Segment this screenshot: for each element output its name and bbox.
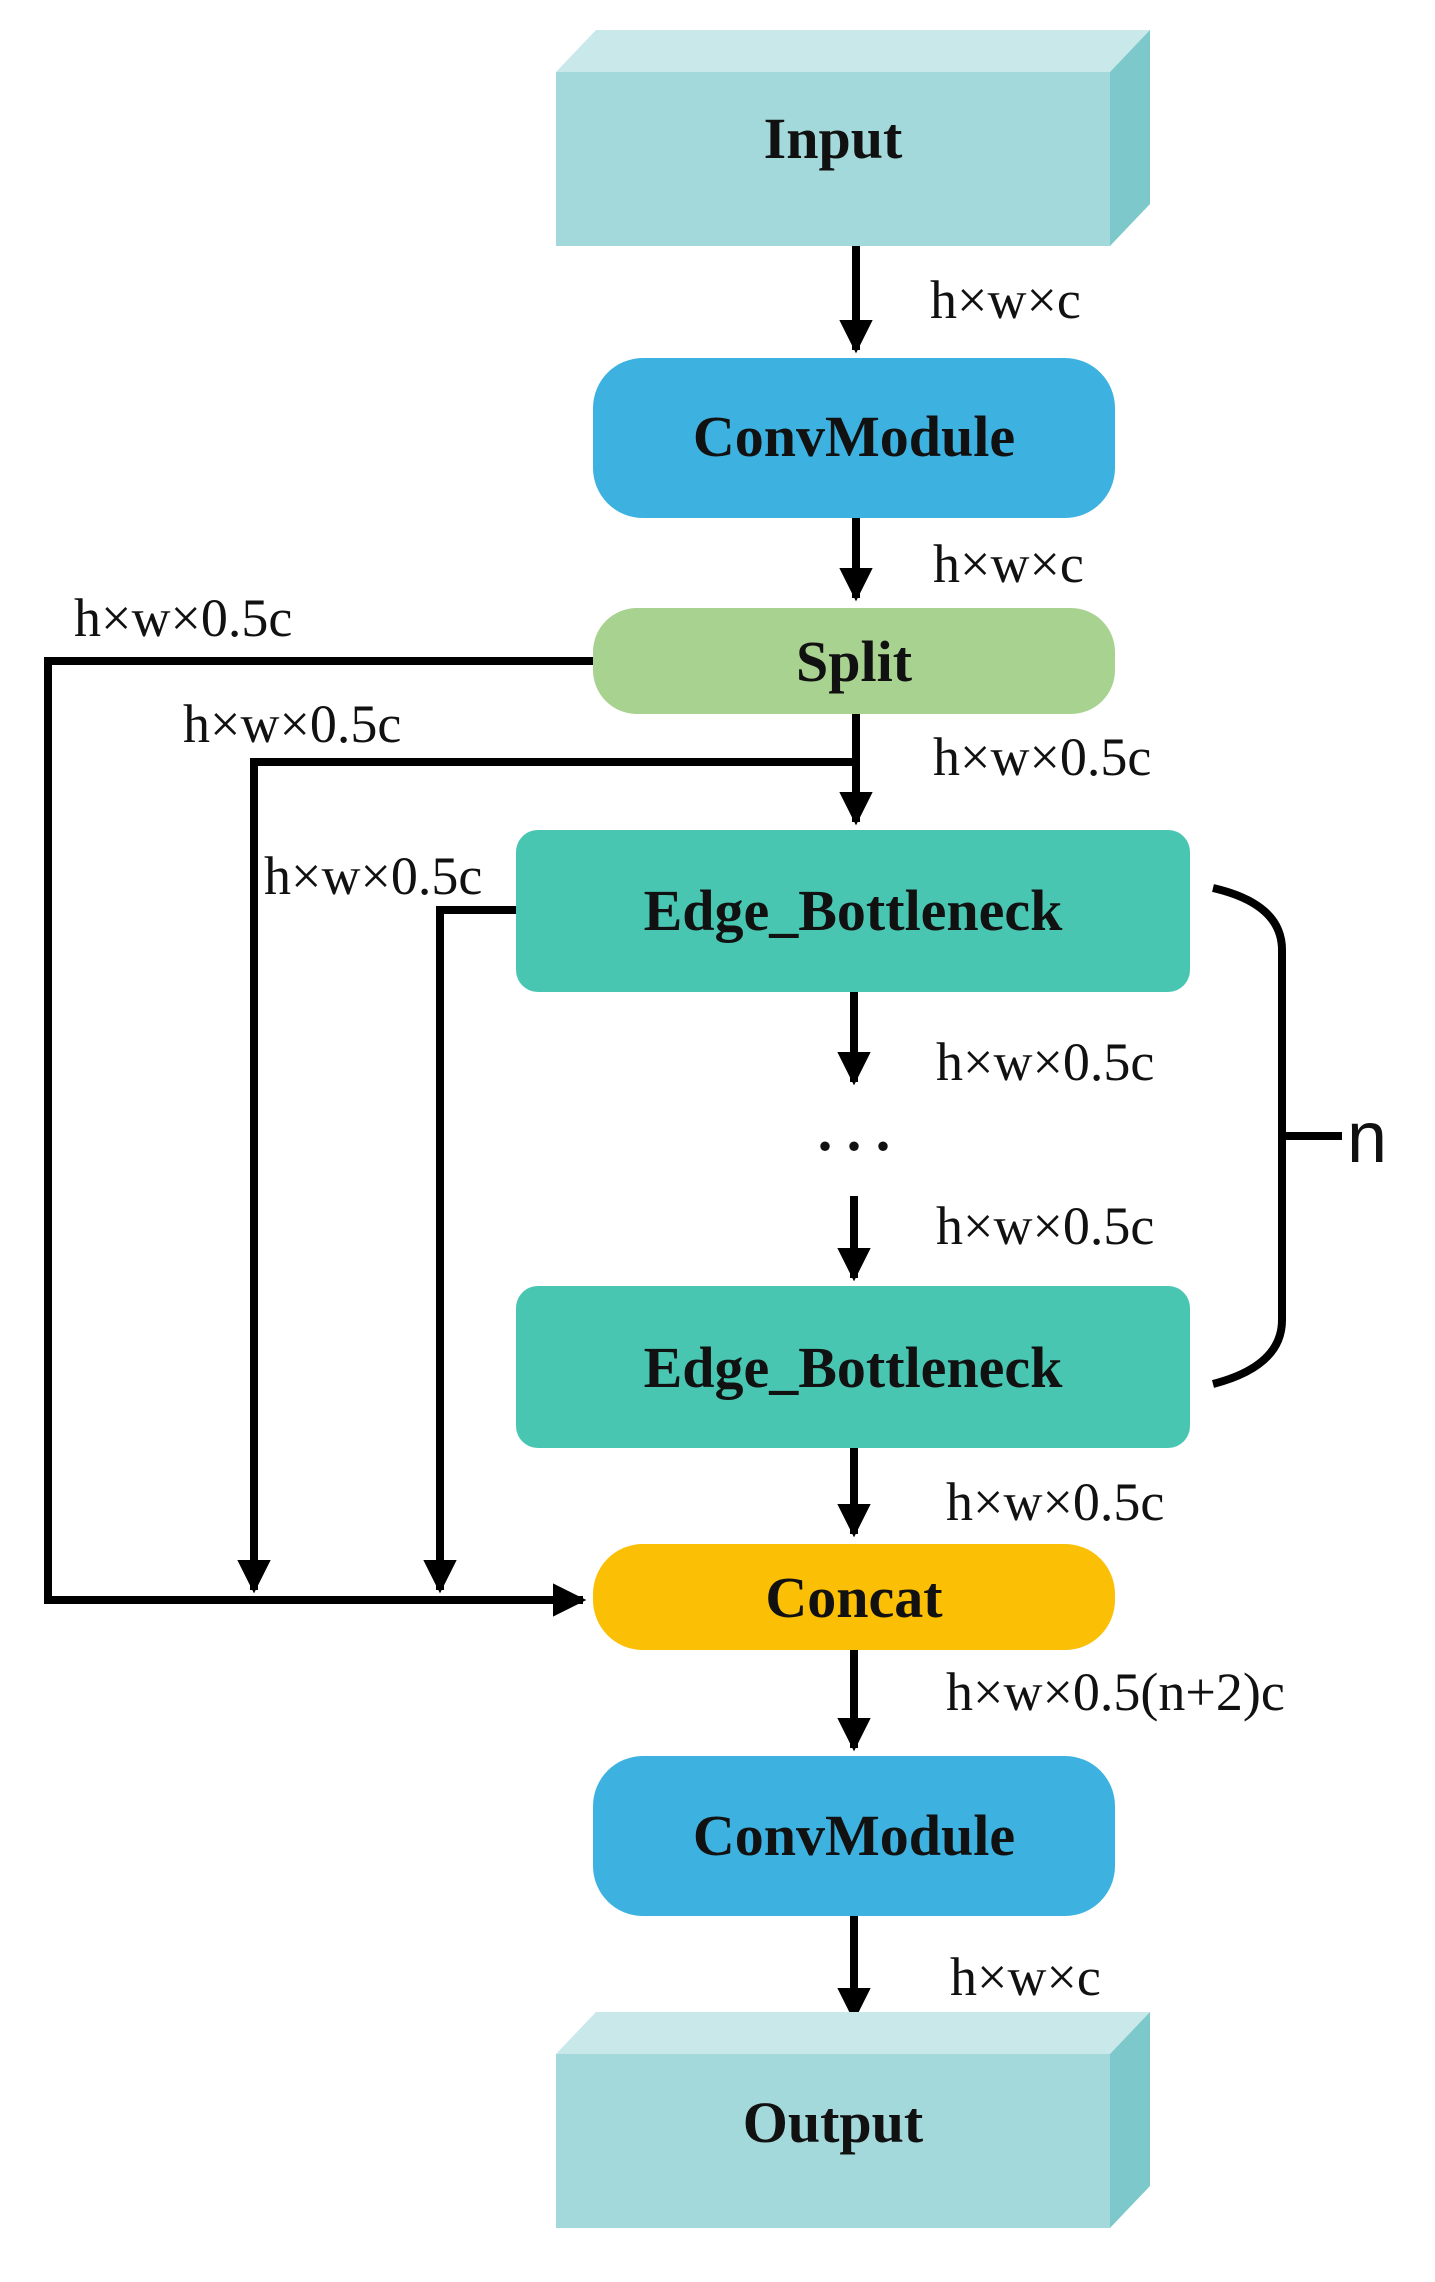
dim-conv-to-split: h×w×c [933, 534, 1084, 594]
concat-block: Concat [593, 1544, 1115, 1650]
input-label: Input [764, 106, 903, 171]
path-split-to-concat-outer [44, 657, 593, 1617]
path-bottleneck-to-concat [423, 906, 516, 1594]
dim-input-to-conv: h×w×c [930, 270, 1081, 330]
repeat-brace [1211, 884, 1286, 1388]
dim-bottleneck-down-2: h×w×0.5c [936, 1196, 1154, 1256]
path-split-branch-to-concat [237, 758, 856, 1594]
edge-bottleneck-first-label: Edge_Bottleneck [644, 878, 1064, 943]
split-block: Split [593, 608, 1115, 714]
conv-module-top-label: ConvModule [693, 404, 1015, 469]
edge-bottleneck-last-label: Edge_Bottleneck [644, 1335, 1064, 1400]
output-label: Output [743, 2090, 924, 2155]
output-block: Output [556, 2012, 1150, 2228]
dim-bottleneck-to-concat: h×w×0.5c [946, 1472, 1164, 1532]
dim-split-left: h×w×0.5c [74, 588, 292, 648]
dim-bottleneck-left: h×w×0.5c [264, 846, 482, 906]
conv-module-bottom: ConvModule [593, 1756, 1115, 1916]
dim-concat-to-conv: h×w×0.5(n+2)c [946, 1662, 1285, 1722]
split-label: Split [796, 629, 913, 694]
dim-split-second: h×w×0.5c [183, 694, 401, 754]
ellipsis: . . . [818, 1098, 891, 1163]
concat-label: Concat [765, 1565, 943, 1630]
edge-bottleneck-first: Edge_Bottleneck [516, 830, 1190, 992]
conv-module-top: ConvModule [593, 358, 1115, 518]
dim-split-to-bottleneck: h×w×0.5c [933, 727, 1151, 787]
input-block: Input [556, 30, 1150, 246]
dim-conv-to-output: h×w×c [950, 1947, 1101, 2007]
edge-bottleneck-last: Edge_Bottleneck [516, 1286, 1190, 1448]
dim-bottleneck-down-1: h×w×0.5c [936, 1032, 1154, 1092]
conv-module-bottom-label: ConvModule [693, 1803, 1015, 1868]
repeat-count-label: n [1347, 1098, 1387, 1178]
